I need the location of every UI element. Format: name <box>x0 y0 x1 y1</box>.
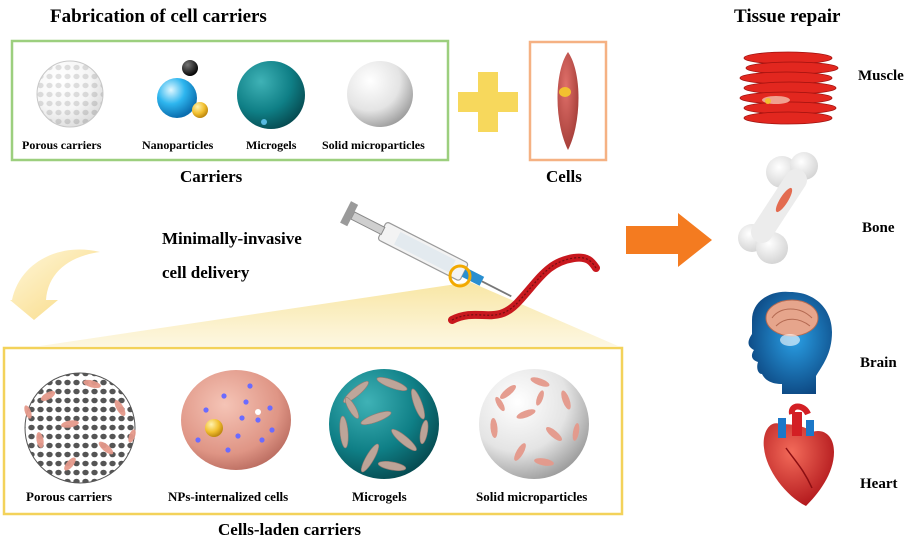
solid-microparticle-sphere <box>347 61 413 127</box>
carrier-label-nanoparticles: Nanoparticles <box>142 138 214 152</box>
laden-label-nps: NPs-internalized cells <box>168 489 289 504</box>
laden-label-porous: Porous carriers <box>26 489 113 504</box>
cells-box <box>528 40 608 162</box>
carrier-label-solid: Solid microparticles <box>322 138 425 152</box>
syringe <box>340 201 512 298</box>
organ-label-muscle: Muscle <box>858 68 904 84</box>
organ-label-brain: Brain <box>860 355 897 371</box>
carrier-label-porous: Porous carriers <box>22 138 102 152</box>
laden-carriers-box <box>2 346 624 516</box>
fabrication-title: Fabrication of cell carriers <box>50 6 267 27</box>
porous-carrier-sphere <box>36 60 104 128</box>
laden-porous-carrier <box>24 372 136 484</box>
laden-microgel <box>329 369 439 479</box>
brain-illustration <box>748 291 832 394</box>
carriers-box <box>10 39 450 162</box>
carrier-label-microgels: Microgels <box>246 138 297 152</box>
laden-nps-cells <box>181 370 291 470</box>
spindle-cell <box>557 52 579 150</box>
nanoparticles-cluster <box>157 60 208 118</box>
laden-solid-microparticle <box>479 369 589 479</box>
laden-group-label: Cells-laden carriers <box>218 520 362 539</box>
bone-illustration <box>738 152 818 264</box>
microgel-sphere <box>237 61 305 129</box>
muscle-illustration <box>739 51 839 125</box>
organ-label-bone: Bone <box>862 220 895 236</box>
heart-illustration <box>763 403 834 506</box>
carriers-group-label: Carriers <box>180 167 243 186</box>
laden-label-solid: Solid microparticles <box>476 489 588 504</box>
magnify-cone <box>40 282 618 346</box>
cells-label: Cells <box>546 167 582 186</box>
tissue-repair-title: Tissue repair <box>734 6 841 27</box>
laden-label-microgels: Microgels <box>352 489 407 504</box>
delivery-line1: Minimally-invasive <box>162 229 302 248</box>
orange-arrow <box>626 213 712 267</box>
curved-arrow <box>10 249 100 320</box>
delivery-line2: cell delivery <box>162 263 250 282</box>
organ-label-heart: Heart <box>860 476 898 492</box>
plus-sign <box>458 72 518 132</box>
